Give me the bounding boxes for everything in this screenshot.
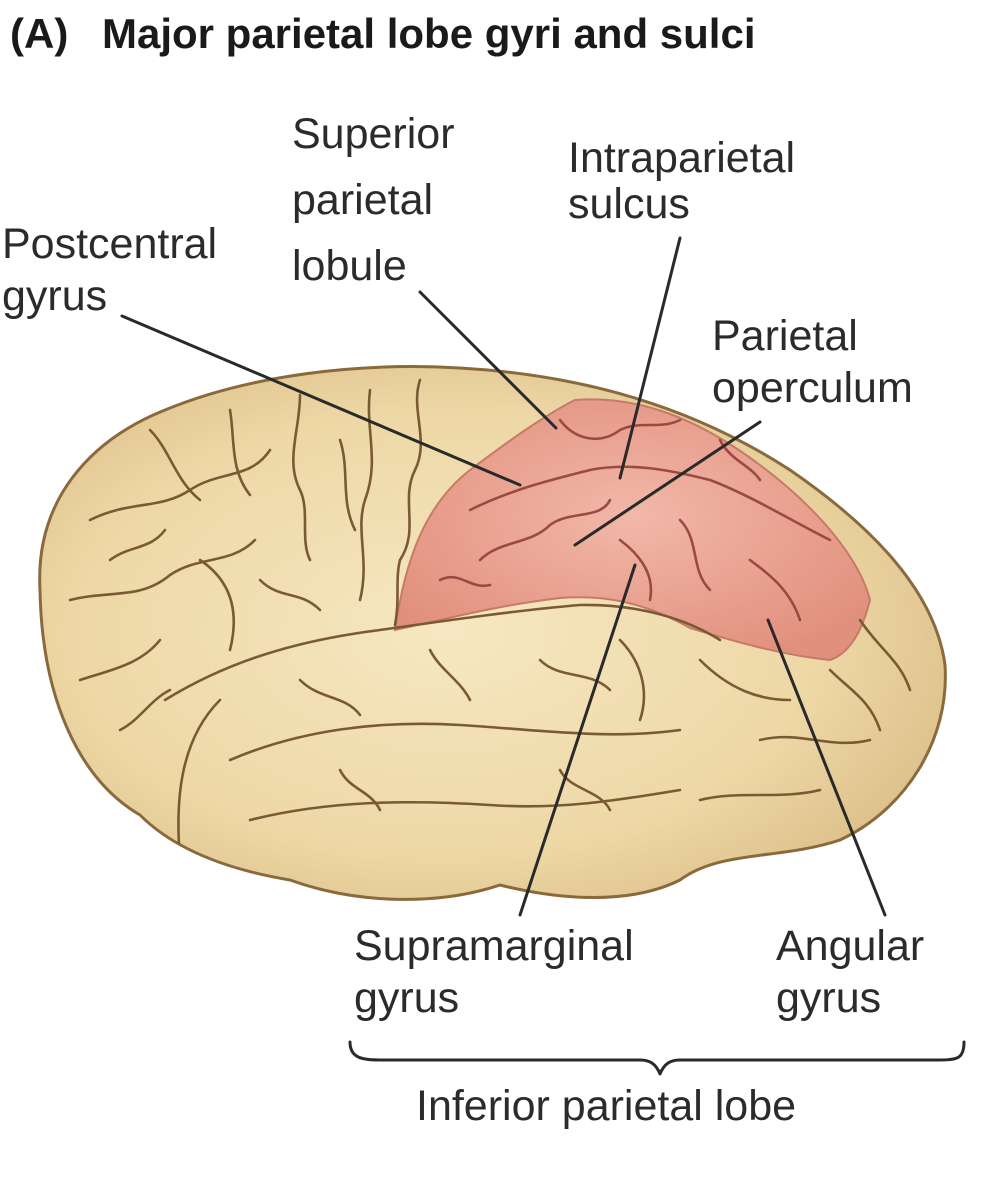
label-postcentral-gyrus: Postcentral gyrus bbox=[2, 220, 229, 320]
figure-title: (A) Major parietal lobe gyri and sulci bbox=[10, 10, 756, 57]
panel-letter: (A) bbox=[10, 10, 68, 57]
leader-angular bbox=[766, 618, 887, 917]
title-text: Major parietal lobe gyri and sulci bbox=[102, 10, 756, 57]
leader-intraparietal bbox=[618, 236, 682, 480]
central-sulcus bbox=[393, 378, 423, 627]
label-inferior-parietal-lobe: Inferior parietal lobe bbox=[416, 1082, 796, 1130]
lateral-fissure bbox=[163, 603, 722, 702]
parietal-lobe-region bbox=[393, 398, 872, 662]
leader-supramarginal bbox=[518, 563, 637, 917]
label-parietal-operculum: Parietal operculum bbox=[712, 312, 913, 412]
brain-illustration bbox=[38, 365, 947, 901]
inferior-parietal-brace bbox=[348, 1040, 966, 1076]
leader-parietal-operculum bbox=[573, 420, 762, 547]
label-intraparietal-sulcus: Intraparietal sulcus bbox=[568, 134, 807, 228]
label-supramarginal-gyrus: Supramarginal gyrus bbox=[354, 922, 646, 1022]
leader-lines bbox=[120, 236, 887, 917]
intraparietal-sulcus-line bbox=[468, 465, 832, 542]
leader-postcentral bbox=[120, 314, 522, 487]
leader-superior-parietal bbox=[418, 290, 558, 430]
label-superior-parietal-lobule: Superior parietal lobule bbox=[292, 110, 466, 290]
labels: Postcentral gyrus Superior parietal lobu… bbox=[2, 110, 966, 1130]
label-angular-gyrus: Angular gyrus bbox=[776, 922, 936, 1022]
